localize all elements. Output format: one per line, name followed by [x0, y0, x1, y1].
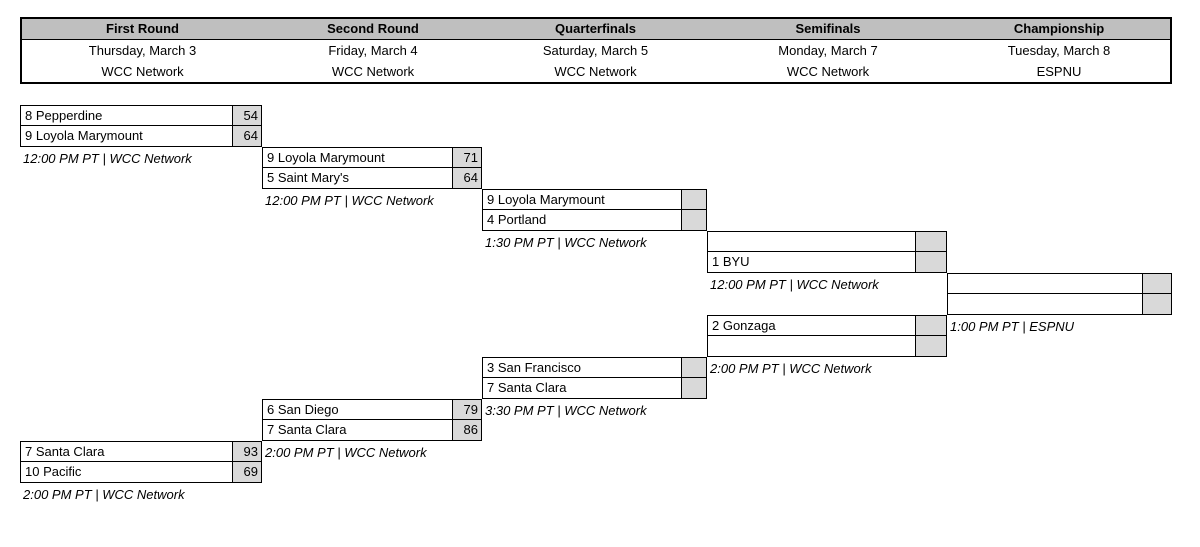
- round-title-second-round: Second Round: [327, 21, 419, 36]
- match-box: 6 San Diego 79 7 Santa Clara 86: [262, 399, 482, 441]
- schedule-header: First Round Second Round Quarterfinals S…: [20, 17, 1172, 84]
- team-name: 8 Pepperdine: [21, 106, 232, 126]
- round-network: ESPNU: [1036, 64, 1082, 79]
- game-time: 12:00 PM PT | WCC Network: [265, 193, 434, 208]
- match-box: 9 Loyola Marymount 4 Portland: [482, 189, 707, 231]
- game-time: 12:00 PM PT | WCC Network: [710, 277, 879, 292]
- round-title-semifinals: Semifinals: [795, 21, 861, 36]
- game-time: 2:00 PM PT | WCC Network: [23, 487, 185, 502]
- team-name: 10 Pacific: [25, 464, 82, 479]
- round-networks-row: WCC Network WCC Network WCC Network WCC …: [22, 61, 1170, 82]
- match-first-round-2: 7 Santa Clara 93 10 Pacific 69 2:00 PM P…: [20, 441, 262, 505]
- match-championship: 1:00 PM PT | ESPNU: [947, 273, 1172, 337]
- team-score: [681, 378, 706, 398]
- round-date: Friday, March 4: [328, 43, 418, 58]
- match-semifinal-1: 1 BYU 12:00 PM PT | WCC Network: [707, 231, 947, 295]
- team-name: 9 Loyola Marymount: [263, 148, 452, 168]
- round-network: WCC Network: [786, 64, 870, 79]
- match-quarterfinal-1: 9 Loyola Marymount 4 Portland 1:30 PM PT…: [482, 189, 707, 253]
- match-box: 3 San Francisco 7 Santa Clara: [482, 357, 707, 399]
- team-score: [915, 252, 946, 272]
- match-box: [947, 273, 1172, 315]
- team-name: 1 BYU: [712, 254, 750, 269]
- round-date: Monday, March 7: [778, 43, 878, 58]
- match-box: 2 Gonzaga: [707, 315, 947, 357]
- team-name: 3 San Francisco: [483, 358, 681, 378]
- match-box: 8 Pepperdine 54 9 Loyola Marymount 64: [20, 105, 262, 147]
- team-score: 64: [232, 126, 261, 146]
- team-name: 9 Loyola Marymount: [483, 190, 681, 210]
- team-name: 7 Santa Clara: [487, 380, 567, 395]
- team-score: 69: [232, 462, 261, 482]
- match-semifinal-2: 2 Gonzaga 2:00 PM PT | WCC Network: [707, 315, 947, 379]
- team-name: 7 Santa Clara: [21, 442, 232, 462]
- team-name: 4 Portland: [487, 212, 547, 227]
- match-first-round-1: 8 Pepperdine 54 9 Loyola Marymount 64 12…: [20, 105, 262, 169]
- team-name: 9 Loyola Marymount: [25, 128, 143, 143]
- team-score: [1142, 294, 1171, 314]
- game-time: 1:30 PM PT | WCC Network: [485, 235, 647, 250]
- team-score: 93: [232, 442, 261, 462]
- team-name: 5 Saint Mary's: [267, 170, 349, 185]
- team-score: 79: [452, 400, 481, 420]
- team-score: [915, 316, 946, 336]
- round-date: Saturday, March 5: [542, 43, 649, 58]
- match-quarterfinal-2: 3 San Francisco 7 Santa Clara 3:30 PM PT…: [482, 357, 707, 421]
- match-box: 1 BYU: [707, 231, 947, 273]
- team-score: [1142, 274, 1171, 294]
- team-score: 86: [452, 420, 481, 440]
- round-network: WCC Network: [554, 64, 637, 79]
- match-second-round-2: 6 San Diego 79 7 Santa Clara 86 2:00 PM …: [262, 399, 482, 463]
- round-title-quarterfinals: Quarterfinals: [555, 21, 636, 36]
- team-score: [681, 358, 706, 378]
- team-name: [708, 232, 915, 252]
- round-title-championship: Championship: [1013, 21, 1105, 36]
- team-score: [915, 232, 946, 252]
- match-box: 9 Loyola Marymount 71 5 Saint Mary's 64: [262, 147, 482, 189]
- team-score: [915, 336, 946, 356]
- team-name: 2 Gonzaga: [708, 316, 915, 336]
- team-score: 54: [232, 106, 261, 126]
- game-time: 3:30 PM PT | WCC Network: [485, 403, 647, 418]
- team-score: 71: [452, 148, 481, 168]
- match-box: 7 Santa Clara 93 10 Pacific 69: [20, 441, 262, 483]
- team-name: [948, 274, 1142, 294]
- match-second-round-1: 9 Loyola Marymount 71 5 Saint Mary's 64 …: [262, 147, 482, 211]
- game-time: 12:00 PM PT | WCC Network: [23, 151, 192, 166]
- team-name: 6 San Diego: [263, 400, 452, 420]
- team-score: [681, 190, 706, 210]
- team-name: [708, 336, 915, 356]
- team-score: [681, 210, 706, 230]
- team-name: [948, 294, 1142, 314]
- game-time: 2:00 PM PT | WCC Network: [710, 361, 872, 376]
- game-time: 2:00 PM PT | WCC Network: [265, 445, 427, 460]
- round-dates-row: Thursday, March 3 Friday, March 4 Saturd…: [22, 40, 1170, 61]
- round-date: Tuesday, March 8: [1007, 43, 1111, 58]
- game-time: 1:00 PM PT | ESPNU: [950, 319, 1075, 334]
- round-titles-row: First Round Second Round Quarterfinals S…: [22, 19, 1170, 40]
- round-date: Thursday, March 3: [88, 43, 197, 58]
- team-score: 64: [452, 168, 481, 188]
- round-network: WCC Network: [101, 64, 184, 79]
- round-title-first-round: First Round: [106, 21, 179, 36]
- team-name: 7 Santa Clara: [267, 422, 347, 437]
- round-network: WCC Network: [331, 64, 415, 79]
